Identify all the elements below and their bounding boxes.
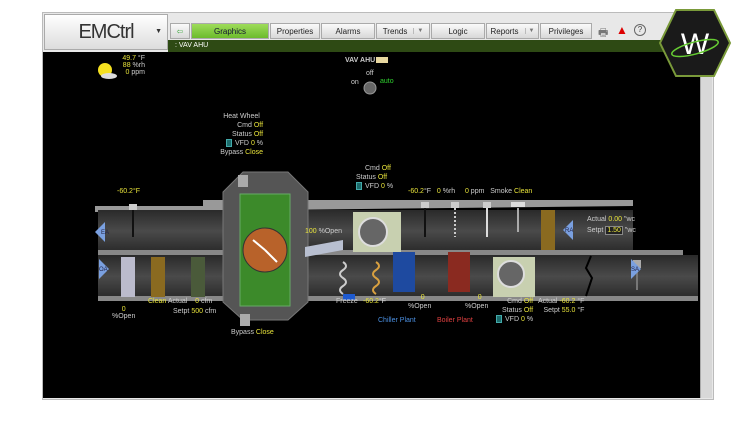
tab-alarms[interactable]: Alarms bbox=[321, 23, 375, 39]
tab-properties[interactable]: Properties bbox=[270, 23, 320, 39]
tab-graphics[interactable]: Graphics bbox=[191, 23, 269, 39]
boiler-valve: 0%Open bbox=[465, 294, 489, 310]
logo-text: EMCtrl bbox=[78, 21, 134, 43]
return-filter bbox=[541, 210, 555, 250]
back-button[interactable]: ⇦ bbox=[170, 23, 190, 39]
tab-trends[interactable]: Trends ▼ bbox=[376, 23, 430, 39]
vfd-icon[interactable] bbox=[496, 315, 502, 324]
oa-damper bbox=[121, 257, 135, 297]
weather-readout: 49.7 °F 88 %rh 0 ppm bbox=[122, 55, 145, 76]
unit-title: VAV AHU bbox=[345, 57, 376, 64]
tab-label: Alarms bbox=[335, 26, 361, 36]
oa-label: OA bbox=[99, 267, 108, 273]
chevron-down-icon[interactable]: ▼ bbox=[155, 28, 162, 35]
heating-coil bbox=[372, 261, 380, 295]
oa-damper-readout: 0%Open bbox=[112, 306, 136, 320]
ea-arrow bbox=[95, 222, 105, 242]
boiler-plant-link[interactable]: Boiler Plant bbox=[437, 317, 473, 324]
alert-icon[interactable]: ▲ bbox=[616, 23, 628, 37]
return-sensors: -60.2°F 0 %rh 0 ppm Smoke Clean bbox=[408, 188, 533, 195]
tab-logic[interactable]: Logic bbox=[431, 23, 485, 39]
brand-logo: W bbox=[658, 9, 732, 77]
ahu-diagram: EA OA RA SA bbox=[95, 57, 698, 326]
ra-arrow bbox=[563, 220, 573, 240]
tab-label: Trends bbox=[382, 26, 408, 36]
reheat-coil bbox=[448, 252, 470, 292]
airflow-panel: Clean Actual 0 cfm Setpt 500 cfm bbox=[148, 298, 217, 315]
supply-fan-panel: Cmd Off Status Off VFD 0 % bbox=[496, 297, 533, 324]
exhaust-temp: -60.2°F bbox=[117, 188, 141, 195]
static-pressure: Actual 0.00 "wc Setpt 1.50 "wc bbox=[587, 216, 636, 235]
flex-connector bbox=[584, 255, 594, 297]
book-icon bbox=[376, 57, 388, 63]
supply-temp-panel: Actual -60.2 °F Setpt 55.0 °F bbox=[538, 298, 585, 314]
tab-label: Reports bbox=[490, 26, 519, 36]
chevron-down-icon[interactable]: ▼ bbox=[524, 28, 534, 34]
freeze-label: Freeze bbox=[336, 298, 358, 305]
oa-arrow bbox=[99, 259, 109, 279]
return-fan-panel: Cmd Off Status Off VFD 0 % bbox=[356, 165, 394, 191]
final-filter bbox=[191, 257, 205, 297]
vfd-icon[interactable] bbox=[225, 139, 232, 148]
tab-label: Logic bbox=[448, 26, 468, 36]
preheat-coil bbox=[339, 261, 347, 295]
freeze-stat bbox=[343, 294, 355, 300]
vfd-icon[interactable] bbox=[356, 182, 362, 191]
arrow-left-icon: ⇦ bbox=[176, 26, 184, 36]
switch-auto-label[interactable]: auto bbox=[380, 78, 394, 85]
tab-label: Graphics bbox=[213, 26, 246, 36]
tab-label: Privileges bbox=[548, 26, 584, 36]
emctrl-logo[interactable]: EMCtrl ▼ bbox=[44, 14, 168, 50]
sa-label: SA bbox=[631, 267, 639, 273]
tab-privileges[interactable]: Privileges bbox=[540, 23, 592, 39]
hand-off-auto-switch bbox=[363, 81, 377, 95]
cooling-coil bbox=[393, 252, 415, 292]
bypass-damper-actuator bbox=[240, 314, 250, 326]
chiller-valve: 0%Open bbox=[408, 294, 432, 310]
heat-wheel-panel: Heat Wheel Cmd Off Status Off VFD 0 % By… bbox=[220, 113, 264, 156]
breadcrumb: : VAV AHU bbox=[168, 40, 700, 52]
nav-bar: ⇦ Graphics Properties Alarms Trends ▼ Log… bbox=[170, 23, 592, 39]
ea-label: EA bbox=[101, 230, 109, 236]
bottom-bypass: Bypass Close bbox=[231, 329, 274, 336]
switch-off-label[interactable]: off bbox=[366, 70, 374, 77]
tab-label: Properties bbox=[276, 26, 314, 36]
duct-divider bbox=[98, 250, 683, 256]
chevron-down-icon[interactable]: ▼ bbox=[413, 28, 423, 34]
sa-arrow bbox=[631, 259, 641, 279]
switch-on-label[interactable]: on bbox=[351, 79, 359, 86]
ra-label: RA bbox=[565, 228, 573, 234]
bypass-damper-actuator bbox=[238, 175, 248, 187]
coil-temp: -60.2°F bbox=[363, 298, 387, 305]
mixing-damper-readout: 100 %Open bbox=[305, 228, 342, 235]
mixing-damper bbox=[305, 240, 343, 257]
printer-icon[interactable]: 🖶 bbox=[598, 27, 609, 39]
help-icon[interactable]: ? bbox=[634, 24, 646, 36]
static-setpoint-input[interactable]: 1.50 bbox=[605, 226, 623, 235]
pre-filter bbox=[151, 257, 165, 297]
chiller-plant-link[interactable]: Chiller Plant bbox=[378, 317, 416, 324]
scrollbar[interactable] bbox=[700, 52, 712, 398]
tab-reports[interactable]: Reports ▼ bbox=[486, 23, 539, 39]
